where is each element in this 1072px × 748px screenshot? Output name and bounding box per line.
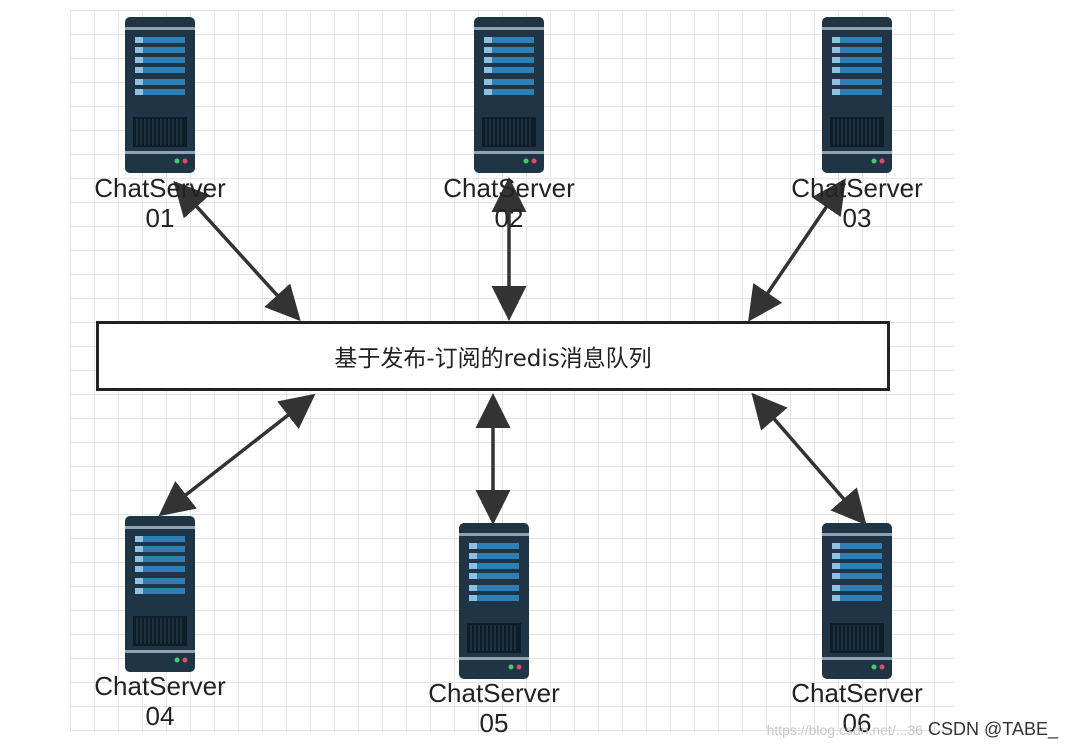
arrow-queue-06 xyxy=(751,392,867,526)
server-label-01: ChatServer 01 xyxy=(70,173,250,233)
server-name: ChatServer xyxy=(791,678,923,708)
server-label-06: ChatServer 06 xyxy=(767,678,947,738)
server-number: 01 xyxy=(145,203,175,233)
queue-label: 基于发布-订阅的redis消息队列 xyxy=(334,346,652,372)
server-icon-05 xyxy=(458,522,530,680)
server-name: ChatServer xyxy=(94,173,226,203)
server-icon-03 xyxy=(821,16,893,174)
server-label-05: ChatServer 05 xyxy=(404,678,584,738)
redis-queue-box: 基于发布-订阅的redis消息队列 xyxy=(96,321,890,391)
server-label-02: ChatServer 02 xyxy=(419,173,599,233)
watermark-url: https://blog.csdn.net/...36 xyxy=(766,722,924,738)
server-number: 03 xyxy=(842,203,872,233)
server-name: ChatServer xyxy=(791,173,923,203)
server-icon-01 xyxy=(124,16,196,174)
server-number: 06 xyxy=(842,708,872,738)
server-name: ChatServer xyxy=(443,173,575,203)
server-label-04: ChatServer 04 xyxy=(70,671,250,731)
arrow-queue-04 xyxy=(158,393,316,517)
arrow-01-queue xyxy=(173,180,301,322)
server-icon-02 xyxy=(473,16,545,174)
server-label-03: ChatServer 03 xyxy=(767,173,947,233)
server-number: 05 xyxy=(479,708,509,738)
server-icon-04 xyxy=(124,515,196,673)
server-name: ChatServer xyxy=(94,671,226,701)
server-icon-06 xyxy=(821,522,893,680)
watermark: https://blog.csdn.net/...36 CSDN @TABE_ xyxy=(767,719,1058,740)
arrow-03-queue xyxy=(748,178,846,322)
watermark-text: CSDN @TABE_ xyxy=(928,719,1058,739)
server-number: 04 xyxy=(145,701,175,731)
server-name: ChatServer xyxy=(428,678,560,708)
server-number: 02 xyxy=(494,203,524,233)
